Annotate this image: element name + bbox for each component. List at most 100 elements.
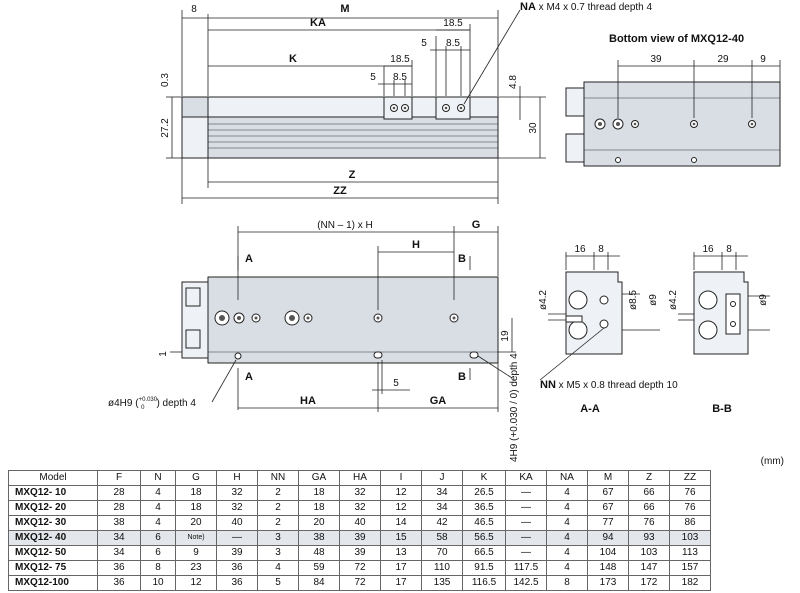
- table-cell: —: [505, 545, 547, 561]
- table-cell: 18: [175, 485, 217, 501]
- bottom-view: Bottom view of MXQ12-40 39 29 9: [565, 33, 781, 167]
- table-cell: 2: [257, 485, 299, 501]
- table-cell: 39: [216, 545, 258, 561]
- dim-k-5: 5: [370, 72, 376, 83]
- table-cell: 36: [97, 560, 141, 576]
- aa-dim-16: 16: [574, 244, 586, 255]
- column-header: Z: [628, 470, 670, 486]
- dim-30: 30: [528, 122, 539, 134]
- dim-K: K: [289, 53, 297, 65]
- column-header: G: [175, 470, 217, 486]
- table-cell: 116.5: [462, 575, 506, 591]
- table-cell: 42: [421, 515, 463, 531]
- table-cell: —: [505, 515, 547, 531]
- table-cell: 8: [546, 575, 588, 591]
- section-mark-b-top: B: [458, 253, 466, 265]
- table-cell: 86: [669, 515, 711, 531]
- bb-dim-16: 16: [702, 244, 714, 255]
- table-cell: 12: [380, 485, 422, 501]
- table-cell: 66: [628, 485, 670, 501]
- table-cell: 70: [421, 545, 463, 561]
- table-cell: 103: [628, 545, 670, 561]
- side-table-plate: [207, 96, 499, 118]
- table-cell: 76: [669, 485, 711, 501]
- table-cell: 28: [97, 485, 141, 501]
- table-cell: Note): [175, 530, 217, 546]
- table-cell: 56.5: [462, 530, 506, 546]
- table-cell: —: [505, 500, 547, 516]
- dim-HA: HA: [300, 395, 316, 407]
- table-cell: 12: [175, 575, 217, 591]
- column-header: M: [587, 470, 629, 486]
- table-cell: 4: [546, 485, 588, 501]
- table-cell: 34: [421, 485, 463, 501]
- table-cell: 32: [216, 500, 258, 516]
- column-header: N: [140, 470, 176, 486]
- table-cell: 4: [546, 560, 588, 576]
- vertical-pin-note: 4H9 (+0.030 / 0) depth 4: [509, 353, 520, 462]
- table-cell: 17: [380, 560, 422, 576]
- aa-dim-d4-2: ø4.2: [538, 290, 549, 310]
- table-cell: 36: [216, 575, 258, 591]
- table-cell: 173: [587, 575, 629, 591]
- technical-drawing: M 8 KA 18.5 5 8.5 K 18.5 5 8.5 27.2 0.3: [108, 1, 781, 462]
- bb-dim-d4-2: ø4.2: [668, 290, 679, 310]
- table-cell: 15: [380, 530, 422, 546]
- column-header: GA: [298, 470, 340, 486]
- dim-k-18-5: 18.5: [390, 54, 410, 65]
- table-cell: —: [216, 530, 258, 546]
- table-cell: 18: [298, 500, 340, 516]
- section-bb-caption: B-B: [712, 403, 732, 415]
- column-header: K: [462, 470, 506, 486]
- table-cell: 59: [298, 560, 340, 576]
- table-cell: 10: [140, 575, 176, 591]
- table-cell: 46.5: [462, 515, 506, 531]
- table-cell: 148: [587, 560, 629, 576]
- column-header: NA: [546, 470, 588, 486]
- table-cell: —: [505, 530, 547, 546]
- table-cell: 93: [628, 530, 670, 546]
- table-cell: 67: [587, 500, 629, 516]
- table-cell: 142.5: [505, 575, 547, 591]
- table-cell: 157: [669, 560, 711, 576]
- table-cell: 36.5: [462, 500, 506, 516]
- table-cell: 23: [175, 560, 217, 576]
- dim-0-3: 0.3: [160, 73, 171, 87]
- table-cell: 32: [339, 500, 381, 516]
- table-cell: 4: [546, 500, 588, 516]
- table-cell: 110: [421, 560, 463, 576]
- side-view: M 8 KA 18.5 5 8.5 K 18.5 5 8.5 27.2 0.3: [160, 1, 653, 204]
- aa-dim-8: 8: [598, 244, 604, 255]
- column-header: F: [97, 470, 141, 486]
- table-cell: 20: [298, 515, 340, 531]
- dim-27-2: 27.2: [160, 118, 171, 138]
- bb-dim-8: 8: [726, 244, 732, 255]
- dim-k-8-5: 8.5: [393, 72, 407, 83]
- dim-nn-h: (NN – 1) x H: [317, 220, 373, 231]
- table-cell: 39: [339, 545, 381, 561]
- table-cell: 5: [257, 575, 299, 591]
- table-cell: 18: [175, 500, 217, 516]
- table-cell: 66.5: [462, 545, 506, 561]
- table-cell: —: [505, 485, 547, 501]
- table-cell: 32: [339, 485, 381, 501]
- table-cell: 91.5: [462, 560, 506, 576]
- table-cell: 13: [380, 545, 422, 561]
- table-cell: 77: [587, 515, 629, 531]
- table-cell: 8: [140, 560, 176, 576]
- table-cell: 58: [421, 530, 463, 546]
- column-header: HA: [339, 470, 381, 486]
- aa-dim-d8-5: ø8.5: [628, 290, 639, 310]
- table-cell: 12: [380, 500, 422, 516]
- column-header: J: [421, 470, 463, 486]
- dim-19: 19: [500, 330, 511, 342]
- table-cell: 72: [339, 575, 381, 591]
- table-cell: 4: [546, 545, 588, 561]
- table-cell: 113: [669, 545, 711, 561]
- column-header: Model: [8, 470, 98, 486]
- dim-mid-5: 5: [421, 38, 427, 49]
